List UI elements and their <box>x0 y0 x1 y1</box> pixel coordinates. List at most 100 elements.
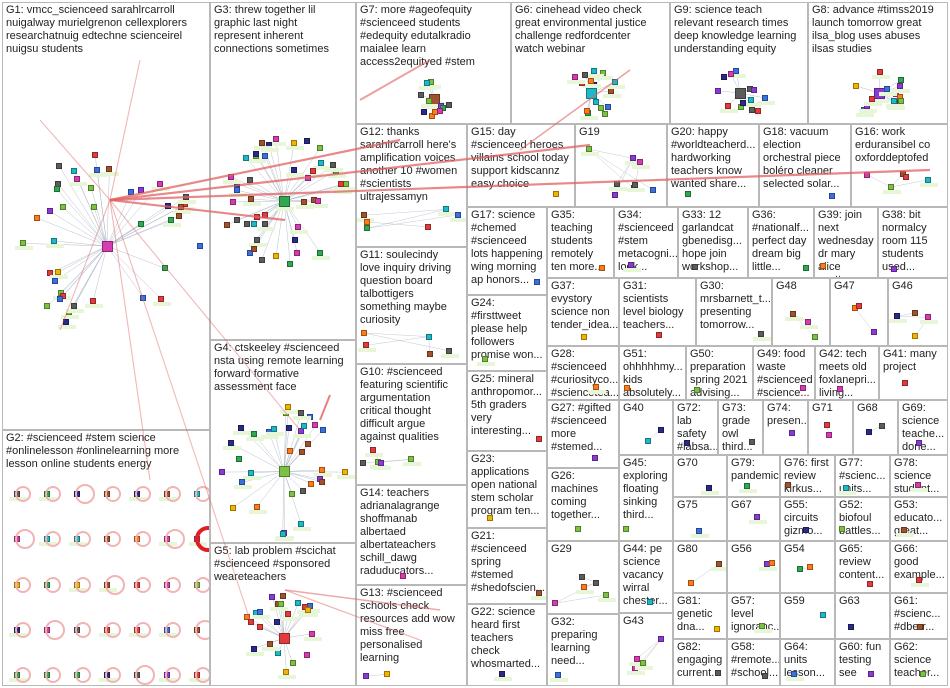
vertex[interactable] <box>279 530 286 537</box>
vertex[interactable] <box>890 265 897 272</box>
vertex[interactable] <box>623 384 630 391</box>
vertex[interactable] <box>253 236 260 243</box>
group-panel-g42[interactable]: G42: tech meets old foxlanepri... living… <box>815 346 879 400</box>
group-panel-g15[interactable]: G15: day #scienceed heroes villains scho… <box>467 124 575 207</box>
vertex[interactable] <box>797 566 804 573</box>
vertex[interactable] <box>57 296 64 303</box>
group-panel-g47[interactable]: G47 <box>830 278 888 346</box>
vertex[interactable] <box>251 220 258 227</box>
vertex[interactable] <box>898 97 905 104</box>
group-panel-g44[interactable]: G44: pe science vacancy wirral chester..… <box>619 541 673 613</box>
vertex[interactable] <box>266 640 273 647</box>
vertex[interactable] <box>706 484 713 491</box>
vertex[interactable] <box>839 525 846 532</box>
vertex[interactable] <box>855 303 862 310</box>
vertex[interactable] <box>582 71 589 78</box>
vertex[interactable] <box>578 573 585 580</box>
group-panel-g54[interactable]: G54 <box>780 541 835 593</box>
vertex[interactable] <box>62 318 69 325</box>
vertex[interactable] <box>248 619 255 626</box>
vertex[interactable] <box>825 431 832 438</box>
group-panel-g5[interactable]: G5: lab problem #scichat #scienceed #spo… <box>210 543 356 686</box>
group-panel-g38[interactable]: G38: bit normalcy room 115 students used… <box>878 207 948 278</box>
group-panel-g16[interactable]: G16: work erduransibel co oxforddeptofed <box>851 124 948 207</box>
group-panel-g41[interactable]: G41: many project <box>879 346 948 400</box>
group-panel-g56[interactable]: G56 <box>727 541 780 593</box>
vertex[interactable] <box>262 153 269 160</box>
group-panel-g33[interactable]: G33: 12 garlandcat gbenedisg... hope joi… <box>678 207 748 278</box>
vertex[interactable] <box>789 430 796 437</box>
group-panel-g10[interactable]: G10: #scienceed featuring scientific arg… <box>356 364 467 485</box>
group-panel-g75[interactable]: G75 <box>673 497 727 541</box>
group-panel-g40[interactable]: G40 <box>619 400 673 455</box>
vertex[interactable] <box>716 560 723 567</box>
vertex[interactable] <box>288 490 295 497</box>
vertex[interactable] <box>253 504 260 511</box>
group-panel-g21[interactable]: G21: #scienceed spring #stemed #shedofsc… <box>467 528 547 604</box>
vertex[interactable] <box>867 580 874 587</box>
group-panel-g39[interactable]: G39: join next wednesday dr mary alice s… <box>814 207 878 278</box>
group-panel-g77[interactable]: G77: #scienc... units... <box>835 455 890 497</box>
vertex[interactable] <box>536 590 543 597</box>
group-panel-g71[interactable]: G71 <box>808 400 853 455</box>
group-panel-g35[interactable]: G35: teaching students remotely ten more… <box>547 207 614 278</box>
vertex[interactable] <box>219 469 226 476</box>
group-panel-g53[interactable]: G53: educato... great... <box>890 497 948 541</box>
vertex[interactable] <box>802 265 809 272</box>
vertex[interactable] <box>623 526 630 533</box>
vertex[interactable] <box>805 318 812 325</box>
vertex[interactable] <box>828 193 835 200</box>
group-panel-g29[interactable]: G29 <box>547 541 619 614</box>
vertex[interactable] <box>298 521 305 528</box>
vertex[interactable] <box>250 430 257 437</box>
vertex[interactable] <box>369 446 376 453</box>
vertex[interactable] <box>270 425 277 432</box>
vertex[interactable] <box>820 612 827 619</box>
vertex[interactable] <box>754 108 761 115</box>
vertex[interactable] <box>847 624 854 630</box>
vertex[interactable] <box>554 671 561 678</box>
vertex[interactable] <box>802 526 809 533</box>
vertex[interactable] <box>420 109 427 116</box>
vertex[interactable] <box>279 593 286 600</box>
vertex[interactable] <box>275 650 282 657</box>
vertex[interactable] <box>693 386 700 393</box>
vertex[interactable] <box>300 487 307 494</box>
group-panel-g62[interactable]: G62: science teacher... <box>890 639 948 686</box>
group-panel-g12[interactable]: G12: thanks sarahlrcarroll here's amplif… <box>356 124 467 247</box>
vertex[interactable] <box>911 309 918 316</box>
vertex[interactable] <box>866 428 873 435</box>
vertex[interactable] <box>269 593 276 600</box>
group-panel-g6[interactable]: G6: cinehead video check great environme… <box>511 2 670 124</box>
vertex[interactable] <box>257 624 264 631</box>
vertex[interactable] <box>34 214 41 221</box>
group-panel-g8[interactable]: G8: advance #timss2019 launch tomorrow g… <box>808 2 948 124</box>
group-panel-g4[interactable]: G4: ctskeeley #scienceed nsta using remo… <box>210 340 356 543</box>
group-panel-g14[interactable]: G14: teachers adrianalagrange shoffmanab… <box>356 485 467 585</box>
vertex[interactable] <box>883 86 890 93</box>
vertex[interactable] <box>791 670 798 677</box>
vertex[interactable] <box>592 579 599 586</box>
vertex[interactable] <box>285 425 292 432</box>
vertex[interactable] <box>551 600 558 607</box>
vertex[interactable] <box>319 466 326 473</box>
vertex[interactable] <box>916 624 923 631</box>
vertex[interactable] <box>912 332 919 339</box>
vertex[interactable] <box>425 223 432 230</box>
group-panel-g19[interactable]: G19 <box>575 124 667 207</box>
vertex[interactable] <box>362 342 369 349</box>
vertex[interactable] <box>878 422 885 429</box>
vertex[interactable] <box>243 220 250 227</box>
vertex[interactable] <box>790 311 797 318</box>
vertex[interactable] <box>244 614 251 621</box>
group-panel-g65[interactable]: G65: review content... <box>835 541 890 593</box>
vertex[interactable] <box>601 111 608 118</box>
vertex[interactable] <box>243 154 250 161</box>
vertex[interactable] <box>304 441 311 448</box>
group-panel-g3[interactable]: G3: threw together lil graphic last nigh… <box>210 2 356 340</box>
vertex[interactable] <box>869 95 876 102</box>
vertex[interactable] <box>553 191 560 198</box>
vertex[interactable] <box>44 303 51 310</box>
vertex[interactable] <box>593 384 600 390</box>
vertex[interactable] <box>586 87 597 99</box>
